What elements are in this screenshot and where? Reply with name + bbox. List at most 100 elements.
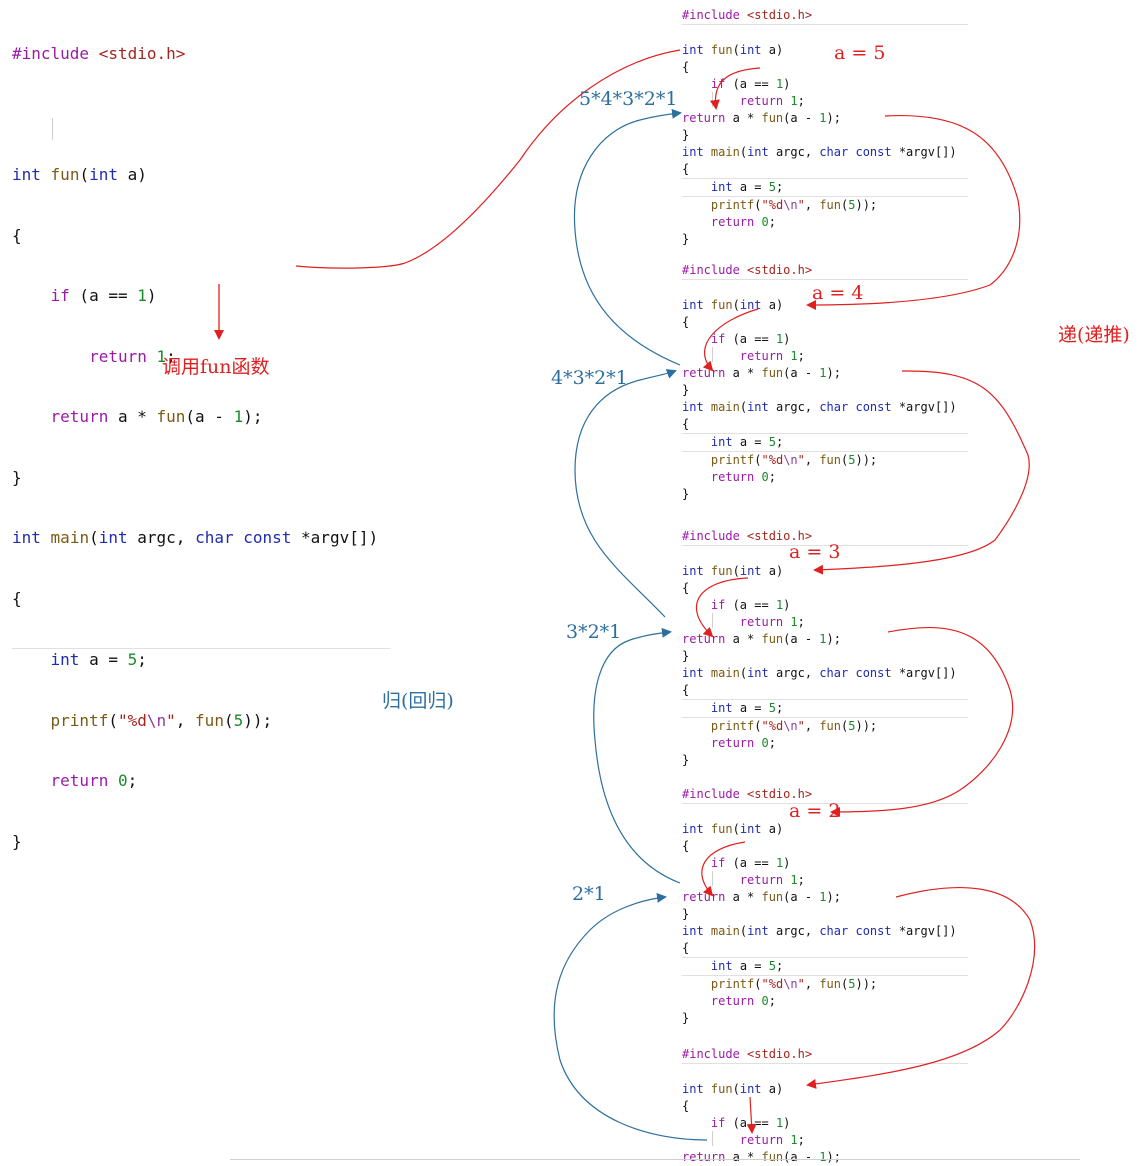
- code-line-return-rec: return a * fun(a - 1);: [50, 407, 263, 426]
- recursion-frame-4: #include <stdio.h> int fun(int a){ if (a…: [682, 786, 968, 1027]
- frame-line-if: if (a == 1): [710, 598, 791, 612]
- a5-label: a = 5: [834, 42, 886, 64]
- frame-line-if: if (a == 1): [710, 332, 791, 346]
- frame-line-decl: int a = 5;: [682, 433, 968, 451]
- frame-line-printf: printf("%d\n", fun(5));: [682, 196, 968, 214]
- frame-line-close-brace: }: [682, 649, 690, 663]
- frame-line-decl: int a = 5;: [682, 178, 968, 196]
- regression-label: 归(回归): [382, 690, 454, 712]
- code-line-open-brace: {: [12, 588, 22, 608]
- frame-line-open-brace: {: [682, 417, 690, 431]
- recursion-frame-1: #include <stdio.h> int fun(int a) { if (a…: [682, 7, 968, 248]
- frame-line-close-brace: }: [682, 128, 690, 142]
- frame-line-close-brace: }: [682, 753, 690, 767]
- frame-line-open-brace: {: [682, 839, 690, 853]
- code-line-return-one: return 1;: [89, 346, 176, 366]
- frame1-inner-arrow: [709, 67, 761, 110]
- code-line-close-brace: }: [12, 467, 22, 487]
- frame-line-printf: printf("%d\n", fun(5));: [682, 451, 968, 469]
- code-line-close-brace: }: [12, 831, 22, 851]
- frame-line-fun-sig: int fun(int a): [682, 298, 784, 312]
- indent-guide: [712, 347, 713, 362]
- frame5-inner-arrow: [746, 1096, 757, 1134]
- main-code-block: #include <stdio.h> int fun(int a) { if (…: [12, 5, 390, 872]
- indent-guide: [712, 1131, 713, 1146]
- frame2-inner-arrow: [702, 308, 759, 372]
- recursion-frame-3: #include <stdio.h> int fun(int a){ if (a…: [682, 528, 968, 769]
- frame-line-decl: int a = 5;: [682, 957, 968, 975]
- frame-line-return-one: return 1;: [739, 1133, 805, 1147]
- frame-line-include: #include <stdio.h>: [682, 1046, 968, 1064]
- frame-line-return-one: return 1;: [739, 615, 805, 629]
- frame-line-if: if (a == 1): [710, 77, 791, 91]
- frame-line-open-brace: {: [682, 683, 690, 697]
- code-line-return-zero: return 0;: [50, 771, 138, 790]
- frame-line-printf: printf("%d\n", fun(5));: [682, 717, 968, 735]
- return-arrow-2: [593, 627, 681, 884]
- recursion-frame-5: #include <stdio.h> int fun(int a) { if (a…: [682, 1046, 968, 1166]
- a2-label: a = 2: [789, 800, 841, 822]
- frame3-inner-arrow: [695, 577, 749, 638]
- code-line-if: if (a == 1): [50, 286, 157, 305]
- code-line-open-brace: {: [12, 225, 22, 245]
- recursion-label: 递(递推): [1058, 324, 1130, 346]
- frame-line-fun-sig: int fun(int a): [682, 43, 784, 57]
- product-2-label: 2*1: [572, 883, 606, 905]
- frame-line-return-rec: return a * fun(a - 1);: [682, 890, 841, 904]
- return-arrow-1: [553, 892, 708, 1141]
- frame-line-main-sig: int main(int argc, char const *argv[]): [682, 145, 957, 159]
- recurse-arrow-4: [806, 887, 1036, 1089]
- code-line-include: #include <stdio.h>: [12, 44, 186, 63]
- frame-line-return-one: return 1;: [739, 94, 805, 108]
- frame-line-if: if (a == 1): [710, 1116, 791, 1130]
- frame-line-open-brace: {: [682, 162, 690, 176]
- frame-line-include: #include <stdio.h>: [682, 7, 968, 25]
- bottom-divider: [230, 1159, 1080, 1160]
- product-5-label: 5*4*3*2*1: [579, 88, 678, 110]
- frame-line-main-sig: int main(int argc, char const *argv[]): [682, 924, 957, 938]
- frame-line-open-brace: {: [682, 60, 690, 74]
- frame-line-return-one: return 1;: [739, 349, 805, 363]
- frame-line-close-brace: }: [682, 1011, 690, 1025]
- frame-line-return-rec: return a * fun(a - 1);: [682, 366, 841, 380]
- main-to-frame-arrow: [295, 49, 681, 269]
- indent-guide: [712, 871, 713, 886]
- code-line-fun-sig: int fun(int a): [12, 165, 147, 184]
- frame-line-return-rec: return a * fun(a - 1);: [682, 632, 841, 646]
- code-line-decl: int a = 5;: [12, 648, 390, 672]
- return-arrow-4: [573, 108, 682, 366]
- recurse-arrow-2: [813, 370, 1030, 575]
- frame-line-open-brace: {: [682, 1099, 690, 1113]
- frame-line-fun-sig: int fun(int a): [682, 822, 784, 836]
- frame-line-main-sig: int main(int argc, char const *argv[]): [682, 400, 957, 414]
- frame-line-fun-sig: int fun(int a): [682, 1082, 784, 1096]
- frame-line-close-brace: }: [682, 383, 690, 397]
- code-line-printf: printf("%d\n", fun(5));: [50, 710, 273, 730]
- frame-line-open-brace: {: [682, 315, 690, 329]
- code-line-main-sig: int main(int argc, char const *argv[]): [12, 528, 379, 547]
- frame-line-return-zero: return 0;: [710, 470, 776, 484]
- indent-guide: [712, 613, 713, 628]
- frame-line-return-zero: return 0;: [710, 736, 776, 750]
- recursion-frame-2: #include <stdio.h> int fun(int a) { if (a…: [682, 262, 968, 503]
- frame-line-main-sig: int main(int argc, char const *argv[]): [682, 666, 957, 680]
- frame-line-printf: printf("%d\n", fun(5));: [682, 975, 968, 993]
- frame-line-return-rec: return a * fun(a - 1);: [682, 111, 841, 125]
- frame-line-return-zero: return 0;: [710, 215, 776, 229]
- frame-line-include: #include <stdio.h>: [682, 786, 968, 804]
- frame-line-return-one: return 1;: [739, 873, 805, 887]
- frame-line-close-brace: }: [682, 487, 690, 501]
- frame-line-return-zero: return 0;: [710, 994, 776, 1008]
- frame-line-decl: int a = 5;: [682, 699, 968, 717]
- a4-label: a = 4: [812, 282, 864, 304]
- recurse-arrow-3: [830, 626, 1014, 817]
- call-fun-label: 调用fun函数: [162, 356, 270, 378]
- indent-guide: [52, 118, 53, 140]
- product-3-label: 3*2*1: [566, 621, 622, 643]
- frame-line-open-brace: {: [682, 941, 690, 955]
- frame-line-open-brace: {: [682, 581, 690, 595]
- product-4-label: 4*3*2*1: [551, 367, 628, 389]
- recurse-arrow-1: [806, 114, 1021, 310]
- frame-line-include: #include <stdio.h>: [682, 262, 968, 280]
